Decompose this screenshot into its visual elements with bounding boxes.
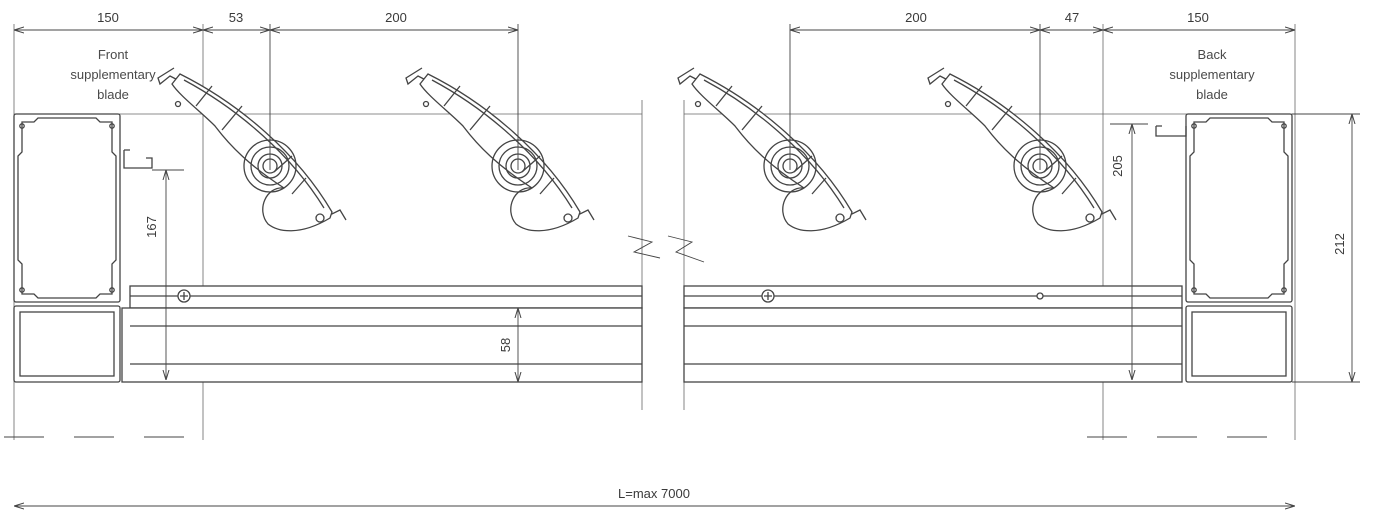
blade-2 bbox=[405, 67, 595, 232]
dim-front-frame: 150 bbox=[97, 10, 119, 25]
break-line-left bbox=[627, 235, 661, 259]
front-supplementary-blade-label: Front supplementary blade bbox=[70, 47, 156, 102]
blade-1 bbox=[157, 67, 347, 232]
gutter-beam-left bbox=[121, 285, 643, 383]
front-label-line-2: supplementary bbox=[70, 67, 156, 82]
blade-4 bbox=[927, 67, 1117, 232]
back-supplementary-blade-label: Back supplementary blade bbox=[1169, 47, 1255, 102]
dim-length: L=max 7000 bbox=[618, 486, 690, 501]
blade-3 bbox=[677, 67, 867, 232]
back-label-line-1: Back bbox=[1198, 47, 1227, 62]
vertical-dimensions bbox=[152, 113, 1360, 383]
front-label-line-1: Front bbox=[98, 47, 129, 62]
top-dimensions bbox=[14, 24, 1295, 170]
back-post bbox=[1185, 113, 1293, 383]
front-post bbox=[13, 113, 121, 383]
dim-back-pitch: 200 bbox=[905, 10, 927, 25]
break-line-right bbox=[667, 235, 705, 263]
back-supplementary-blade-clip bbox=[1155, 125, 1187, 137]
front-label-line-3: blade bbox=[97, 87, 129, 102]
back-label-line-3: blade bbox=[1196, 87, 1228, 102]
dim-beam-height: 58 bbox=[498, 338, 513, 352]
front-supplementary-blade-clip bbox=[123, 149, 153, 169]
back-label-line-2: supplementary bbox=[1169, 67, 1255, 82]
dim-back-frame: 150 bbox=[1187, 10, 1209, 25]
dim-front-offset: 53 bbox=[229, 10, 243, 25]
dim-back-height: 205 bbox=[1110, 155, 1125, 177]
gutter-beam-right bbox=[683, 285, 1183, 383]
dim-back-offset: 47 bbox=[1065, 10, 1079, 25]
dim-front-pitch: 200 bbox=[385, 10, 407, 25]
dim-total-height: 212 bbox=[1332, 233, 1347, 255]
dim-front-height: 167 bbox=[144, 216, 159, 238]
